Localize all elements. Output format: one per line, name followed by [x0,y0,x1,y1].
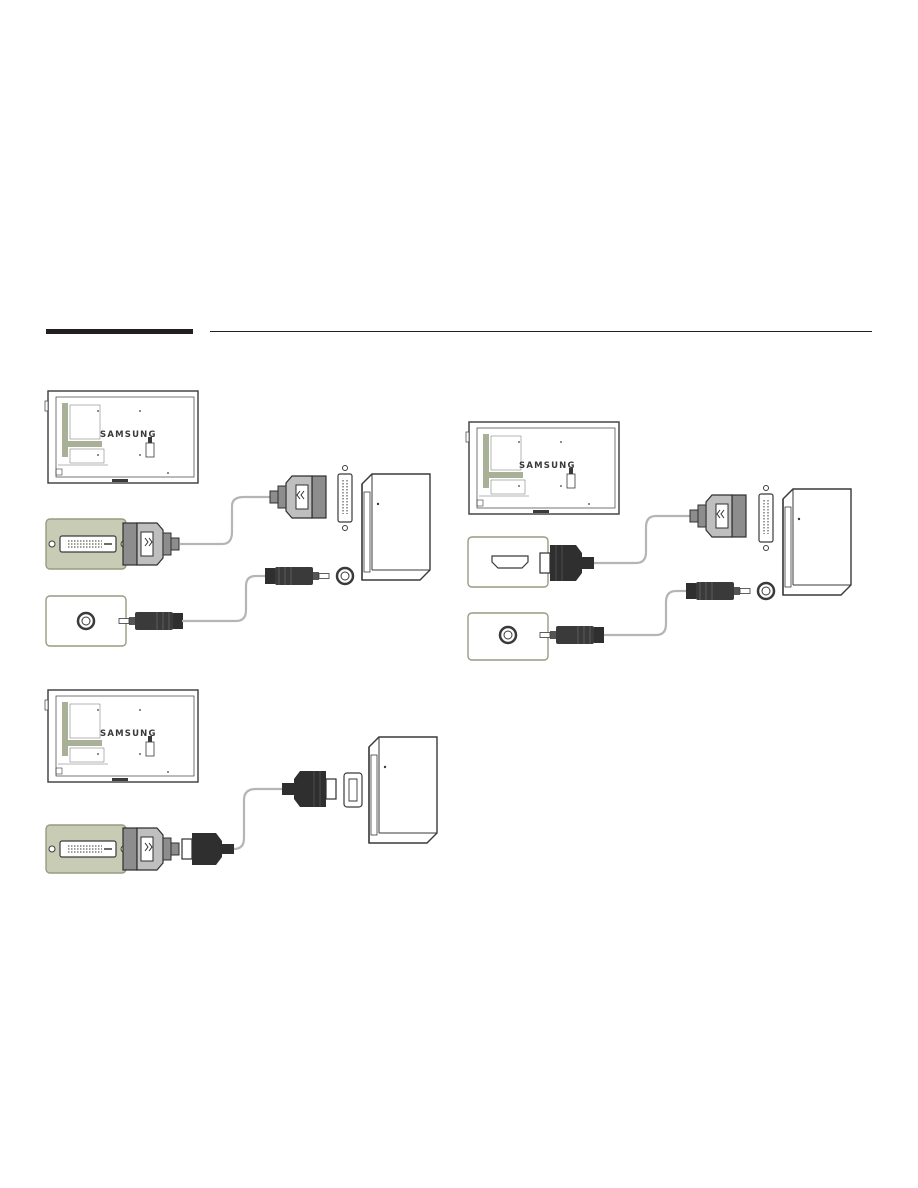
hdmi-adapter-icon [182,833,234,865]
dvi-hdmi-cable-icon [123,828,179,870]
pc-tower-icon [369,737,437,843]
hdmi-cable-end-icon [282,771,336,807]
diagram-hdmi-to-dvi: SAMSUNG [466,422,851,660]
dvi-cable-end-icon [270,476,326,518]
stereo-cable-icon [119,612,183,630]
diagram-dvi-to-dvi: SAMSUNG [45,391,430,646]
pc-hdmi-socket-icon [344,773,362,807]
pc-dvi-socket-icon [759,486,773,551]
pc-tower-icon [783,489,851,595]
video-cable [234,789,282,849]
pc-dvi-socket-icon [338,466,352,531]
pc-audio-socket-icon [337,568,353,584]
dvi-port-icon [49,536,127,552]
diagram-dvi-to-hdmi: SAMSUNG [45,690,437,873]
video-cable [594,516,708,563]
monitor-brand-label: SAMSUNG [100,729,157,739]
stereo-cable-end-icon [265,567,329,585]
pc-audio-socket-icon [758,583,774,599]
audio-port-icon [500,627,516,643]
dvi-port-icon [49,841,127,857]
dvi-cable-end-icon [690,495,746,537]
audio-cable [604,591,686,635]
audio-port-icon [78,613,94,629]
pc-tower-icon [362,474,430,580]
dvi-cable-icon [123,523,179,565]
stereo-cable-end-icon [686,582,750,600]
monitor-brand-label: SAMSUNG [519,461,576,471]
stereo-cable-icon [540,626,604,644]
hdmi-port-icon [492,556,528,568]
audio-cable [182,576,266,621]
monitor-brand-label: SAMSUNG [100,430,157,440]
video-cable [180,497,290,544]
